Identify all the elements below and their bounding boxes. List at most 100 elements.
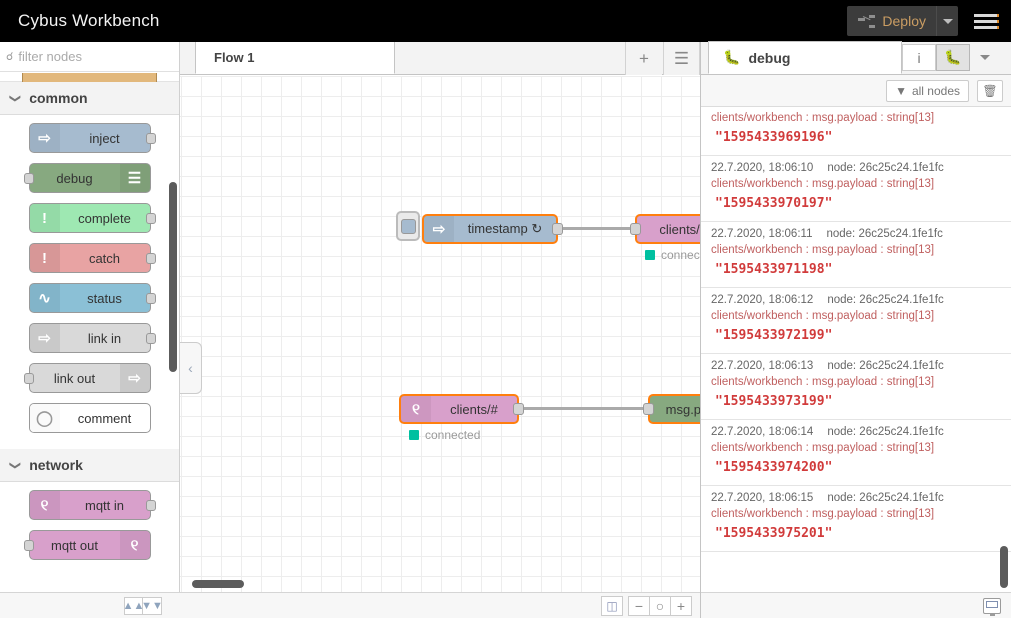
comment-icon: ◯ [29, 404, 60, 432]
debug-scrollbar[interactable] [1000, 546, 1008, 588]
palette-node-label: status [87, 290, 122, 306]
flow-node-timestamp[interactable]: ⇨ timestamp ↻ [422, 214, 563, 244]
flow-tab-bar: Flow 1 + ☰ [180, 42, 700, 75]
link-in-icon: ⇨ [29, 324, 60, 352]
debug-message-value: "1595433973199" [715, 394, 833, 409]
sidebar-tab-bar: 🐛 debug i 🐛 [701, 41, 1011, 75]
flow-wire[interactable] [560, 227, 633, 230]
palette-category-common[interactable]: ❯common [0, 82, 179, 115]
palette-node-complete[interactable]: !complete [28, 203, 156, 233]
flow-node-output-port[interactable] [513, 403, 524, 415]
palette-node-link-in[interactable]: ⇨ link in [28, 323, 156, 353]
status-icon: ∿ [29, 284, 60, 312]
chevron-down-icon: ❯ [9, 460, 22, 470]
palette-node-link-out[interactable]: link out ⇨ [23, 363, 151, 393]
debug-message[interactable]: 22.7.2020, 18:06:10 node: 26c25c24.1fe1fc… [701, 156, 1011, 222]
palette-node-port-out [145, 253, 156, 264]
add-flow-tab-button[interactable]: + [625, 42, 662, 75]
expand-all-icon: ▼▼ [141, 599, 163, 612]
palette-node-label: catch [88, 250, 121, 266]
tab-flow-1[interactable]: Flow 1 [195, 42, 395, 74]
deploy-button-main[interactable]: Deploy [847, 6, 936, 36]
deploy-dropdown-toggle[interactable] [936, 6, 958, 36]
filter-nodes-input[interactable] [18, 49, 173, 64]
monitor-icon[interactable] [983, 597, 1001, 616]
search-icon: ☌ [6, 51, 14, 63]
expand-all-categories-button[interactable]: ▼▼ [141, 596, 163, 615]
list-icon: ☰ [673, 48, 690, 68]
inject-trigger-button[interactable] [396, 211, 420, 241]
zoom-in-button[interactable]: + [670, 595, 692, 616]
palette-scroll-area[interactable]: ❯common ⇨inject debug☰ !complete !catch ∿ stat… [0, 73, 179, 592]
debug-message-list[interactable]: clients/workbench : msg.payload : string… [701, 108, 1011, 592]
zoom-reset-button[interactable]: ○ [649, 595, 671, 616]
debug-message-time: 22.7.2020, 18:06:10 [711, 162, 814, 174]
flow-node-label: clients/workbench [659, 221, 700, 237]
palette-node-label: link in [87, 330, 122, 346]
debug-message-topic: clients/workbench : msg.payload : string… [711, 178, 935, 190]
palette-node-comment[interactable]: ◯ comment [28, 403, 151, 433]
deploy-button[interactable]: Deploy [847, 6, 958, 36]
palette-collapse-handle[interactable]: ‹ [180, 342, 202, 394]
navigator-map-button[interactable]: ◫ [601, 595, 623, 616]
flow-node-clients-workbench[interactable]: clients/workbench୧ [630, 214, 700, 244]
canvas-footer: ◫ − ○ + [180, 592, 700, 618]
debug-message-time: 22.7.2020, 18:06:13 [711, 360, 814, 372]
navigator-map-icon: ◫ [606, 598, 618, 613]
flow-node-input-port[interactable] [630, 223, 641, 235]
sidebar-more-button[interactable] [970, 41, 1000, 74]
inject-icon: ⇨ [424, 216, 454, 242]
zoom-out-button[interactable]: − [628, 595, 650, 616]
bug-icon: 🐛 [944, 49, 962, 65]
canvas-horizontal-scrollbar[interactable] [192, 580, 244, 588]
status-dot-icon [409, 430, 419, 440]
tab-debug[interactable]: 🐛 debug [708, 41, 902, 74]
debug-message[interactable]: clients/workbench : msg.payload : string… [701, 108, 1011, 156]
palette-node-debug[interactable]: debug☰ [23, 163, 151, 193]
right-sidebar: 🐛 debug i 🐛 ▼ all nodes 🗑 clients/workbe… [700, 41, 1011, 618]
mqtt-in-icon: ୧ [401, 396, 431, 422]
flow-canvas[interactable]: ⇨timestamp ↻clients/workbench୧connected୧… [180, 76, 700, 592]
palette-node-status[interactable]: ∿ status [28, 283, 156, 313]
flow-node-label: timestamp ↻ [467, 221, 543, 236]
debug-clear-button[interactable]: 🗑 [977, 79, 1003, 102]
sidebar-debug-button[interactable]: 🐛 [936, 44, 970, 71]
flow-wire[interactable] [521, 407, 646, 410]
palette-category-network[interactable]: ❯network [0, 449, 179, 482]
debug-message-meta: 22.7.2020, 18:06:10 node: 26c25c24.1fe1fc [711, 160, 1001, 178]
main-menu-button[interactable] [962, 0, 1011, 42]
palette-node-catch[interactable]: !catch [28, 243, 156, 273]
debug-message-topic: clients/workbench : msg.payload : string… [711, 112, 935, 124]
palette-node-inject[interactable]: ⇨inject [28, 123, 156, 153]
debug-message-node-id: node: 26c25c24.1fe1fc [827, 162, 944, 174]
palette-node-label: debug [56, 170, 93, 186]
inject-icon: ⇨ [29, 124, 60, 152]
palette-node-label: comment [77, 410, 132, 426]
collapse-all-categories-button[interactable]: ▲▲ [123, 596, 144, 615]
palette-node-port-in [23, 173, 34, 184]
list-flows-button[interactable]: ☰ [663, 42, 700, 75]
info-icon: i [917, 49, 921, 66]
flow-node-input-port[interactable] [643, 403, 654, 415]
flow-node-msg-payload[interactable]: msg.payload☰ [643, 394, 700, 424]
sidebar-info-button[interactable]: i [902, 44, 936, 71]
link-out-icon: ⇨ [119, 364, 150, 392]
palette-node-label: link out [53, 370, 96, 386]
debug-filter-button[interactable]: ▼ all nodes [886, 79, 969, 102]
flow-node-output-port[interactable] [552, 223, 563, 235]
palette-scrollbar[interactable] [169, 182, 177, 372]
palette-footer: ▲▲ ▼▼ [0, 592, 180, 618]
app-header: Cybus Workbench Deploy [0, 0, 1011, 42]
